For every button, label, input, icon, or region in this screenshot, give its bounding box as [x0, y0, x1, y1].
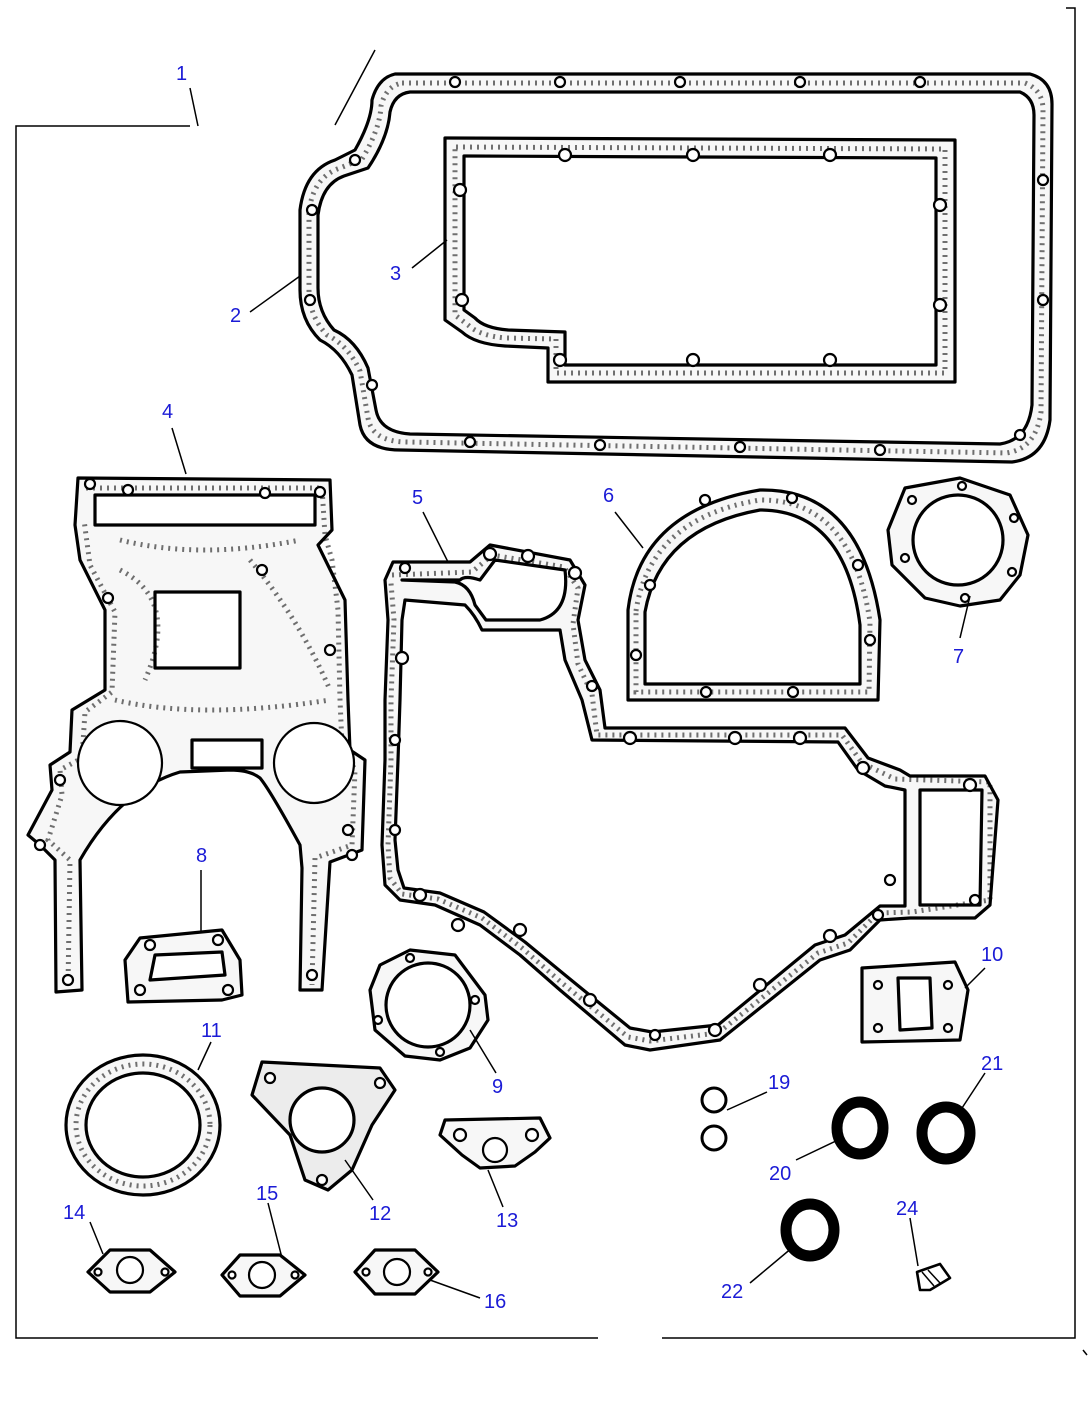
inner-pan-gasket-bolt-holes — [452, 147, 948, 368]
callout-7: 7 — [953, 646, 964, 668]
callout-22: 22 — [721, 1281, 743, 1303]
callout-labels: 1 2 3 4 5 6 7 8 9 10 11 12 13 14 15 16 1… — [63, 63, 1003, 1313]
callout-15: 15 — [256, 1183, 278, 1205]
oval-plate-gasket — [438, 1116, 552, 1170]
callout-10: 10 — [981, 944, 1003, 966]
oil-pan-gasket-bolt-holes — [303, 75, 1050, 457]
callout-20: 20 — [769, 1163, 791, 1185]
callout-24: 24 — [896, 1198, 918, 1220]
callout-16: 16 — [484, 1291, 506, 1313]
two-bolt-gasket-15 — [220, 1253, 307, 1298]
front-plate-left-bore — [76, 719, 164, 807]
callout-11: 11 — [201, 1020, 222, 1042]
gear-cover-gasket — [380, 543, 1000, 1052]
callout-2: 2 — [230, 305, 241, 327]
front-plate-right-bore — [272, 721, 356, 805]
small-flange-gasket — [123, 928, 244, 1004]
callout-6: 6 — [603, 485, 614, 507]
kit-frame — [15, 7, 1088, 1356]
leader-lines — [89, 49, 986, 1299]
callout-3: 3 — [390, 263, 401, 285]
callout-13: 13 — [496, 1210, 518, 1232]
seal-ring-20 — [831, 1096, 889, 1160]
half-round-cover-gasket — [626, 488, 882, 702]
plug — [915, 1262, 952, 1292]
two-bolt-gasket-14 — [86, 1248, 177, 1294]
callout-8: 8 — [196, 845, 207, 867]
oil-pan-gasket — [298, 72, 1054, 464]
round-flange-gasket-bolt-holes — [899, 480, 1020, 604]
o-ring-pair — [700, 1086, 728, 1152]
callout-1: 1 — [176, 63, 187, 85]
triangle-flange-gasket — [250, 1060, 397, 1192]
callout-9: 9 — [492, 1076, 503, 1098]
callout-19: 19 — [768, 1072, 790, 1094]
large-ring-gasket — [64, 1053, 222, 1197]
callout-12: 12 — [369, 1203, 391, 1225]
front-plate-gasket — [26, 476, 367, 994]
seal-ring-21 — [916, 1101, 976, 1165]
round-lug-gasket — [368, 948, 490, 1062]
callout-14: 14 — [63, 1202, 85, 1224]
seal-ring-22 — [780, 1198, 840, 1262]
two-bolt-gasket-16 — [353, 1248, 440, 1296]
inner-pan-gasket — [443, 136, 957, 384]
callout-21: 21 — [981, 1053, 1003, 1075]
front-plate-gasket-bolt-holes — [33, 477, 359, 987]
square-slot-gasket — [860, 960, 970, 1044]
round-flange-gasket — [886, 476, 1030, 608]
callout-5: 5 — [412, 487, 423, 509]
callout-4: 4 — [162, 401, 173, 423]
half-round-cover-gasket-bolt-holes — [629, 491, 877, 699]
gear-cover-gasket-bolt-holes — [388, 546, 982, 1042]
